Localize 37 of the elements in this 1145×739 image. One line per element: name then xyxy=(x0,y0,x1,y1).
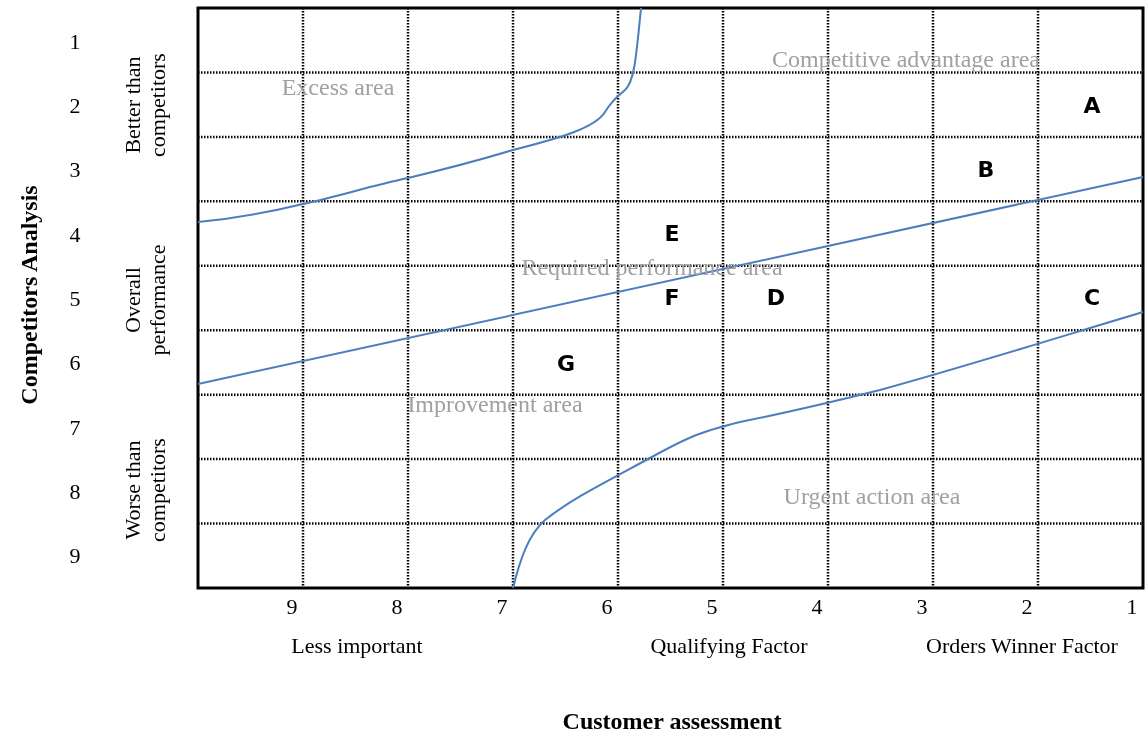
point-label: E xyxy=(664,221,680,247)
zone-label: Excess area xyxy=(281,74,395,102)
tick-label: 7 xyxy=(69,415,81,441)
tick-label: 1 xyxy=(1126,594,1138,620)
point-label: G xyxy=(556,351,576,377)
zone-label: Improvement area xyxy=(407,391,583,419)
tick-label: 5 xyxy=(706,594,718,620)
axis-title: Competitors Analysis xyxy=(16,185,44,405)
axis-category-label: Less important xyxy=(291,633,423,659)
tick-label: 8 xyxy=(69,479,81,505)
axis-category-label: Worse than competitors xyxy=(119,437,171,544)
zone-label: Competitive advantage area xyxy=(772,46,1040,74)
tick-label: 2 xyxy=(1021,594,1033,620)
tick-label: 6 xyxy=(69,350,81,376)
tick-label: 7 xyxy=(496,594,508,620)
axis-category-label: Orders Winner Factor xyxy=(926,633,1118,659)
axis-category-label: Overall performance xyxy=(119,243,171,358)
axis-category-label: Qualifying Factor xyxy=(650,633,808,659)
tick-label: 1 xyxy=(69,29,81,55)
tick-label: 3 xyxy=(69,157,81,183)
tick-label: 4 xyxy=(811,594,823,620)
zone-label: Urgent action area xyxy=(783,483,961,511)
point-label: F xyxy=(664,285,680,311)
tick-label: 9 xyxy=(286,594,298,620)
point-label: B xyxy=(977,157,995,183)
point-label: A xyxy=(1083,93,1101,119)
tick-label: 9 xyxy=(69,543,81,569)
tick-label: 2 xyxy=(69,93,81,119)
tick-label: 5 xyxy=(69,286,81,312)
axis-title: Customer assessment xyxy=(562,708,782,736)
tick-label: 3 xyxy=(916,594,928,620)
tick-label: 8 xyxy=(391,594,403,620)
axis-category-label: Better than competitors xyxy=(119,52,171,159)
tick-label: 6 xyxy=(601,594,613,620)
point-label: C xyxy=(1083,285,1101,311)
point-label: D xyxy=(766,285,786,311)
tick-label: 4 xyxy=(69,222,81,248)
